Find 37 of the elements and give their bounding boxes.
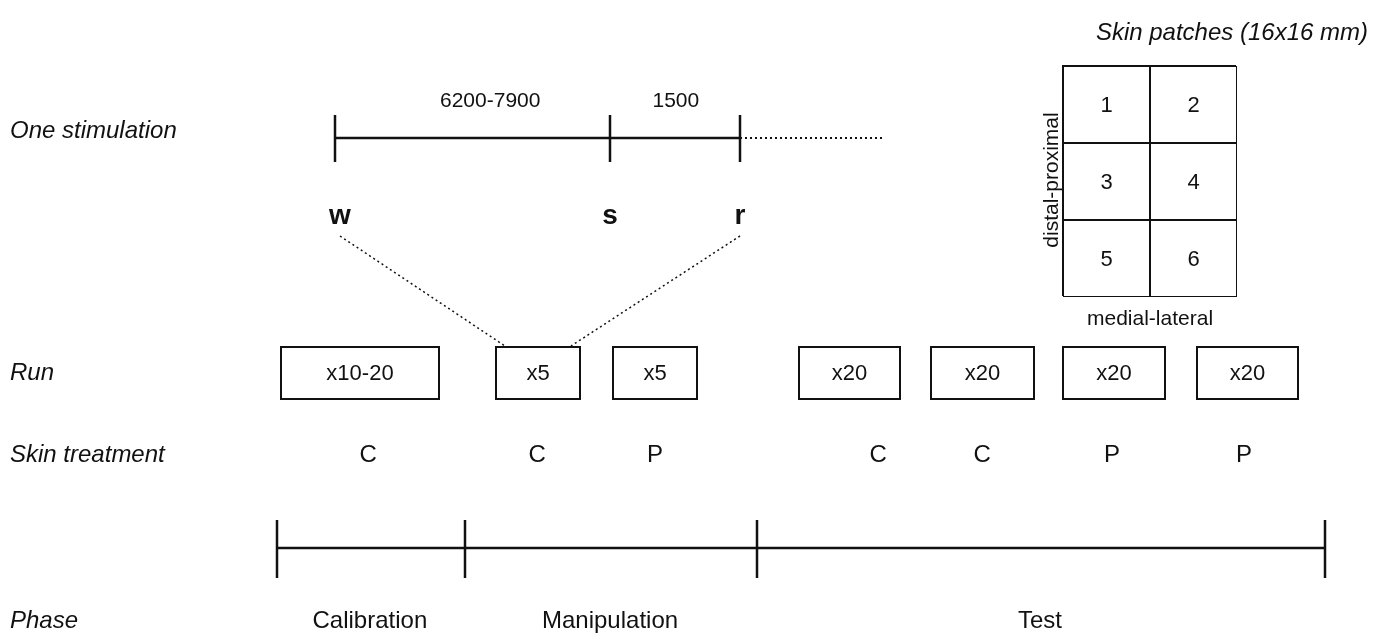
treatment-label: P <box>1104 440 1120 468</box>
run-box: x5 <box>495 346 581 400</box>
run-box: x20 <box>930 346 1035 400</box>
patch-cell: 3 <box>1063 143 1150 220</box>
row-label: Phase <box>10 606 79 634</box>
run-box: x20 <box>1196 346 1299 400</box>
patch-cell: 4 <box>1150 143 1237 220</box>
row-label: One stimulation <box>10 116 177 144</box>
treatment-label: C <box>869 440 887 468</box>
grid-title: Skin patches (16x16 mm) <box>1095 18 1368 46</box>
treatment-label: P <box>647 440 663 468</box>
treatment-label: C <box>973 440 991 468</box>
run-box: x5 <box>612 346 698 400</box>
phase-label: Calibration <box>312 606 428 634</box>
patch-cell: 2 <box>1150 66 1237 143</box>
phase-label: Test <box>1018 606 1062 634</box>
timepoint-label: s <box>597 198 623 232</box>
patch-cell: 1 <box>1063 66 1150 143</box>
timepoint-label: w <box>322 198 358 232</box>
phase-label: Manipulation <box>542 606 679 634</box>
treatment-label: C <box>528 440 546 468</box>
run-box: x20 <box>1062 346 1166 400</box>
leader-line <box>339 235 506 347</box>
row-label: Skin treatment <box>10 440 165 468</box>
run-box: x10-20 <box>280 346 440 400</box>
row-label: Run <box>10 358 55 386</box>
timepoint-label: r <box>728 198 752 232</box>
patch-cell: 6 <box>1150 220 1237 297</box>
duration-label: 6200-7900 <box>440 87 541 113</box>
axis-label: distal-proximal <box>1037 112 1063 248</box>
duration-label: 1500 <box>652 87 700 113</box>
treatment-label: P <box>1236 440 1252 468</box>
leader-line <box>570 235 741 347</box>
run-box: x20 <box>798 346 901 400</box>
axis-label: medial-lateral <box>1087 305 1214 331</box>
patch-cell: 5 <box>1063 220 1150 297</box>
treatment-label: C <box>359 440 377 468</box>
